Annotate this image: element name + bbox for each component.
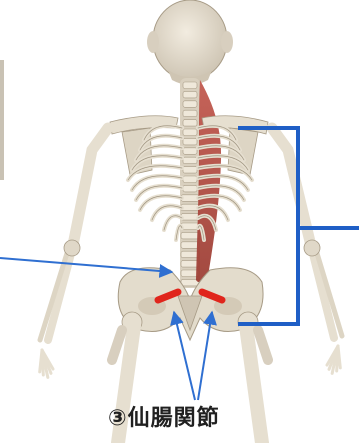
- vertebra: [181, 232, 199, 239]
- vertebra: [183, 120, 197, 127]
- vertebra: [183, 157, 197, 164]
- vertebra: [183, 129, 197, 136]
- vertebra: [181, 242, 199, 249]
- vertebra: [183, 110, 197, 117]
- sacroiliac-joint-caption: ③仙腸関節: [108, 403, 278, 435]
- vertebra: [181, 261, 199, 268]
- vertebra: [183, 91, 197, 98]
- vertebra: [183, 167, 197, 174]
- vertebra: [183, 82, 197, 89]
- lumbar-pointer-arrow: [0, 258, 172, 272]
- left-edge-fragment: [0, 60, 4, 180]
- right-arm: [272, 128, 342, 373]
- left-arm: [40, 128, 108, 377]
- skull: [147, 0, 233, 85]
- vertebra: [183, 101, 197, 108]
- vertebra: [183, 138, 197, 145]
- vertebra: [183, 148, 197, 155]
- vertebra: [181, 251, 199, 258]
- vertebra: [181, 214, 199, 221]
- erector-spinae-muscle: [196, 80, 221, 282]
- vertebra: [183, 185, 197, 192]
- vertebra: [183, 176, 197, 183]
- si-joint-arrow-right: [198, 312, 212, 400]
